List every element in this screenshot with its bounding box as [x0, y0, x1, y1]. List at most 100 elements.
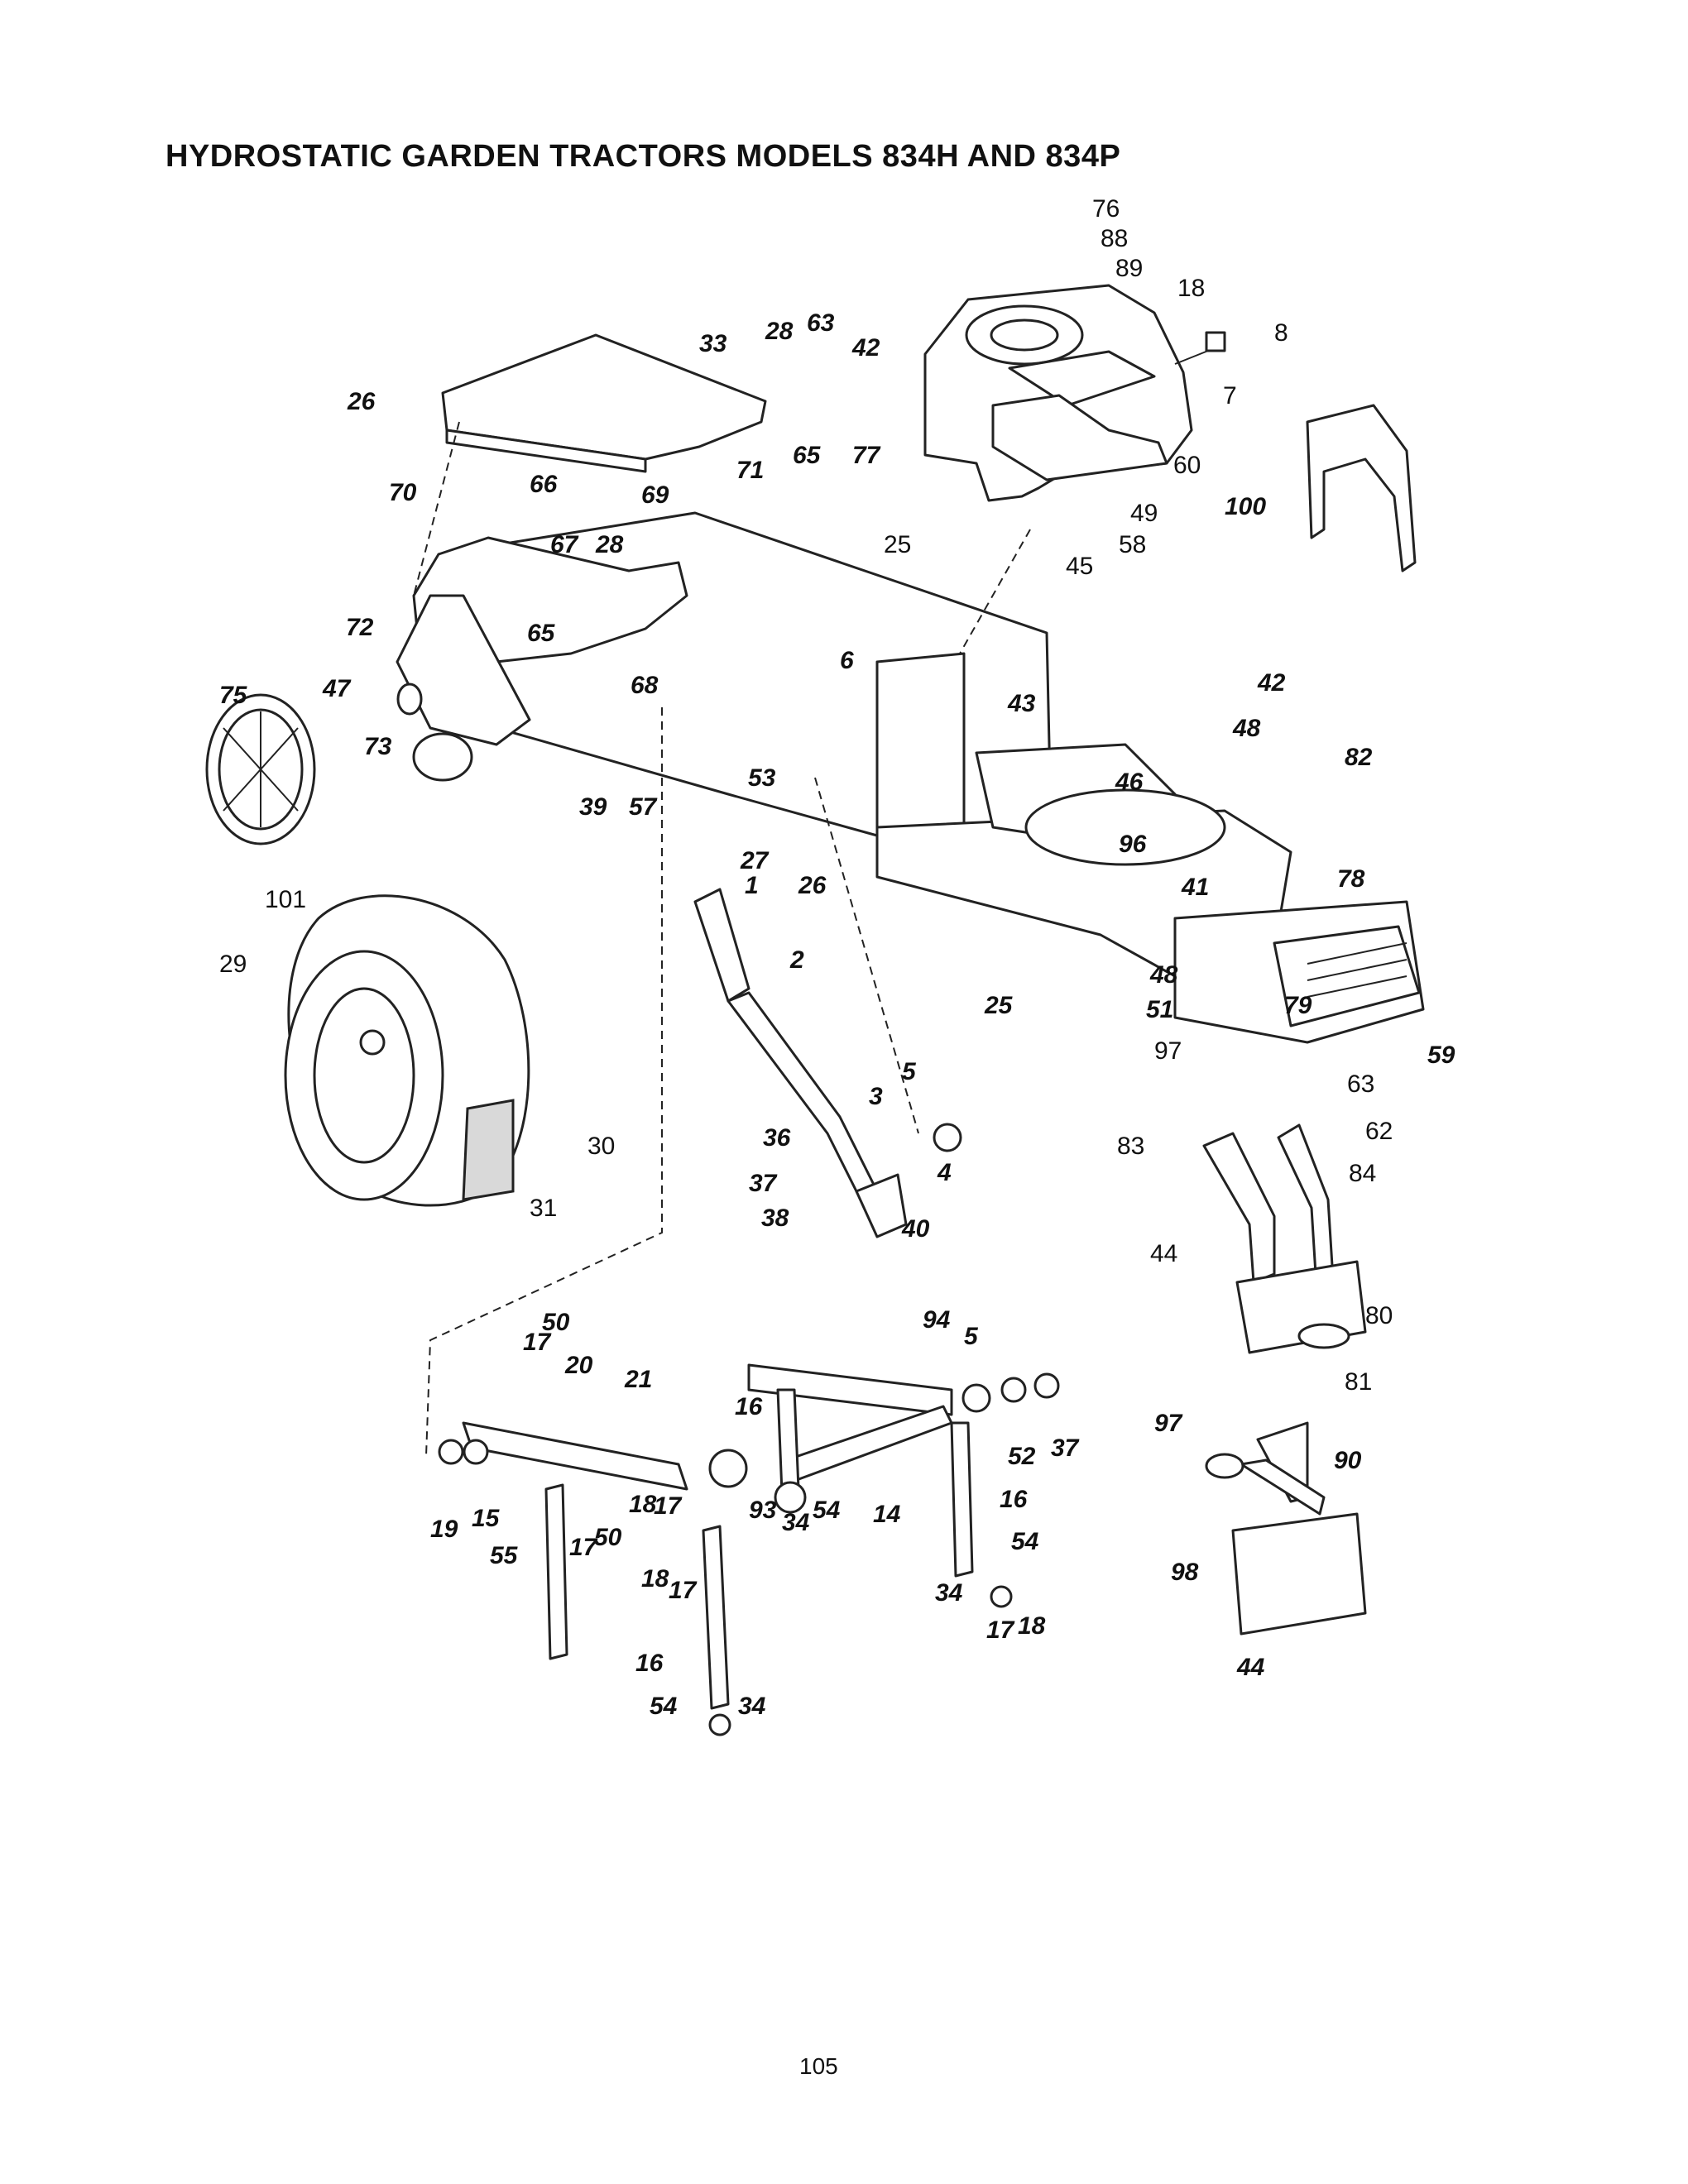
callout-31: 31 — [530, 1195, 557, 1222]
callout-37: 37 — [749, 1170, 778, 1197]
callout-66: 66 — [530, 471, 558, 498]
callout-78: 78 — [1337, 865, 1365, 893]
callout-49: 49 — [1130, 500, 1158, 527]
rear-tire — [284, 894, 530, 1207]
callout-40: 40 — [901, 1215, 930, 1243]
callout-82: 82 — [1345, 744, 1373, 771]
callout-51: 51 — [1146, 996, 1173, 1023]
callout-37: 37 — [1051, 1434, 1080, 1462]
callout-60: 60 — [1173, 452, 1201, 479]
callout-7: 7 — [1223, 382, 1237, 410]
muffler-lower — [1205, 1421, 1367, 1636]
callout-41: 41 — [1181, 874, 1209, 901]
callout-18: 18 — [1018, 1612, 1046, 1640]
callout-17: 17 — [654, 1492, 683, 1520]
callout-33: 33 — [699, 330, 727, 357]
callout-70: 70 — [389, 479, 417, 506]
callout-94: 94 — [923, 1306, 951, 1334]
callout-17: 17 — [523, 1329, 552, 1356]
callout-28: 28 — [765, 318, 794, 345]
callout-20: 20 — [564, 1352, 593, 1379]
callout-18: 18 — [629, 1491, 657, 1518]
callout-101: 101 — [265, 886, 306, 913]
callout-17: 17 — [569, 1534, 598, 1561]
callout-65: 65 — [793, 442, 822, 469]
callout-26: 26 — [798, 872, 827, 899]
callout-17: 17 — [669, 1577, 698, 1604]
lift-lever — [693, 888, 962, 1238]
callout-54: 54 — [1011, 1528, 1039, 1555]
callout-34: 34 — [738, 1693, 766, 1720]
callout-2: 2 — [789, 946, 804, 974]
callout-34: 34 — [935, 1579, 963, 1607]
callout-53: 53 — [748, 764, 776, 792]
callout-14: 14 — [873, 1501, 901, 1528]
callout-29: 29 — [219, 951, 247, 978]
callout-1: 1 — [745, 872, 759, 899]
callout-52: 52 — [1008, 1443, 1036, 1470]
wheel-cover — [205, 693, 316, 845]
callout-97: 97 — [1154, 1037, 1182, 1065]
callout-17: 17 — [986, 1616, 1015, 1644]
callout-81: 81 — [1345, 1368, 1372, 1396]
callout-54: 54 — [813, 1497, 841, 1524]
callout-89: 89 — [1115, 255, 1143, 282]
callout-25: 25 — [984, 992, 1014, 1019]
callout-8: 8 — [1274, 319, 1288, 347]
callout-54: 54 — [650, 1693, 678, 1720]
callout-63: 63 — [807, 309, 835, 337]
callout-4: 4 — [937, 1159, 952, 1186]
callout-16: 16 — [635, 1650, 664, 1677]
callout-16: 16 — [735, 1393, 763, 1420]
callout-72: 72 — [346, 614, 374, 641]
bracket-100 — [1306, 404, 1417, 572]
callout-68: 68 — [631, 672, 659, 699]
callout-100: 100 — [1225, 493, 1266, 520]
engine — [923, 284, 1226, 502]
callout-48: 48 — [1232, 715, 1261, 742]
callout-96: 96 — [1119, 831, 1147, 858]
callout-18: 18 — [1177, 275, 1205, 302]
callout-26: 26 — [347, 388, 376, 415]
callout-36: 36 — [763, 1124, 791, 1152]
callout-57: 57 — [629, 793, 658, 821]
callout-42: 42 — [851, 334, 880, 362]
callout-73: 73 — [364, 733, 392, 760]
callout-69: 69 — [641, 481, 669, 509]
side-panel — [396, 594, 531, 782]
callout-48: 48 — [1149, 961, 1178, 989]
callout-19: 19 — [430, 1516, 458, 1543]
callout-45: 45 — [1066, 553, 1093, 580]
callout-76: 76 — [1092, 195, 1120, 223]
callout-39: 39 — [579, 793, 607, 821]
callout-75: 75 — [219, 682, 248, 709]
callout-34: 34 — [782, 1509, 810, 1536]
callout-62: 62 — [1365, 1118, 1393, 1145]
callout-97: 97 — [1154, 1410, 1183, 1437]
callout-77: 77 — [852, 442, 881, 469]
callout-47: 47 — [322, 675, 352, 702]
dashed-reference-lines — [413, 421, 1031, 1457]
callout-18: 18 — [641, 1565, 669, 1592]
callout-50: 50 — [594, 1524, 622, 1551]
callout-30: 30 — [587, 1133, 615, 1160]
callout-25: 25 — [884, 531, 911, 558]
callout-80: 80 — [1365, 1302, 1393, 1329]
callout-27: 27 — [740, 847, 770, 874]
callout-44: 44 — [1236, 1654, 1265, 1681]
callout-21: 21 — [624, 1366, 652, 1393]
linkage-assembly — [438, 1363, 1060, 1736]
callout-15: 15 — [472, 1505, 501, 1532]
frame — [412, 511, 1425, 1044]
callout-63: 63 — [1347, 1070, 1374, 1098]
callout-67: 67 — [550, 531, 579, 558]
callout-83: 83 — [1117, 1133, 1144, 1160]
callout-5: 5 — [902, 1058, 917, 1085]
callout-46: 46 — [1115, 769, 1144, 796]
callout-50: 50 — [542, 1309, 570, 1336]
callout-6: 6 — [840, 647, 854, 674]
callout-3: 3 — [869, 1083, 883, 1110]
callout-93: 93 — [749, 1497, 777, 1524]
callout-5: 5 — [964, 1323, 979, 1350]
